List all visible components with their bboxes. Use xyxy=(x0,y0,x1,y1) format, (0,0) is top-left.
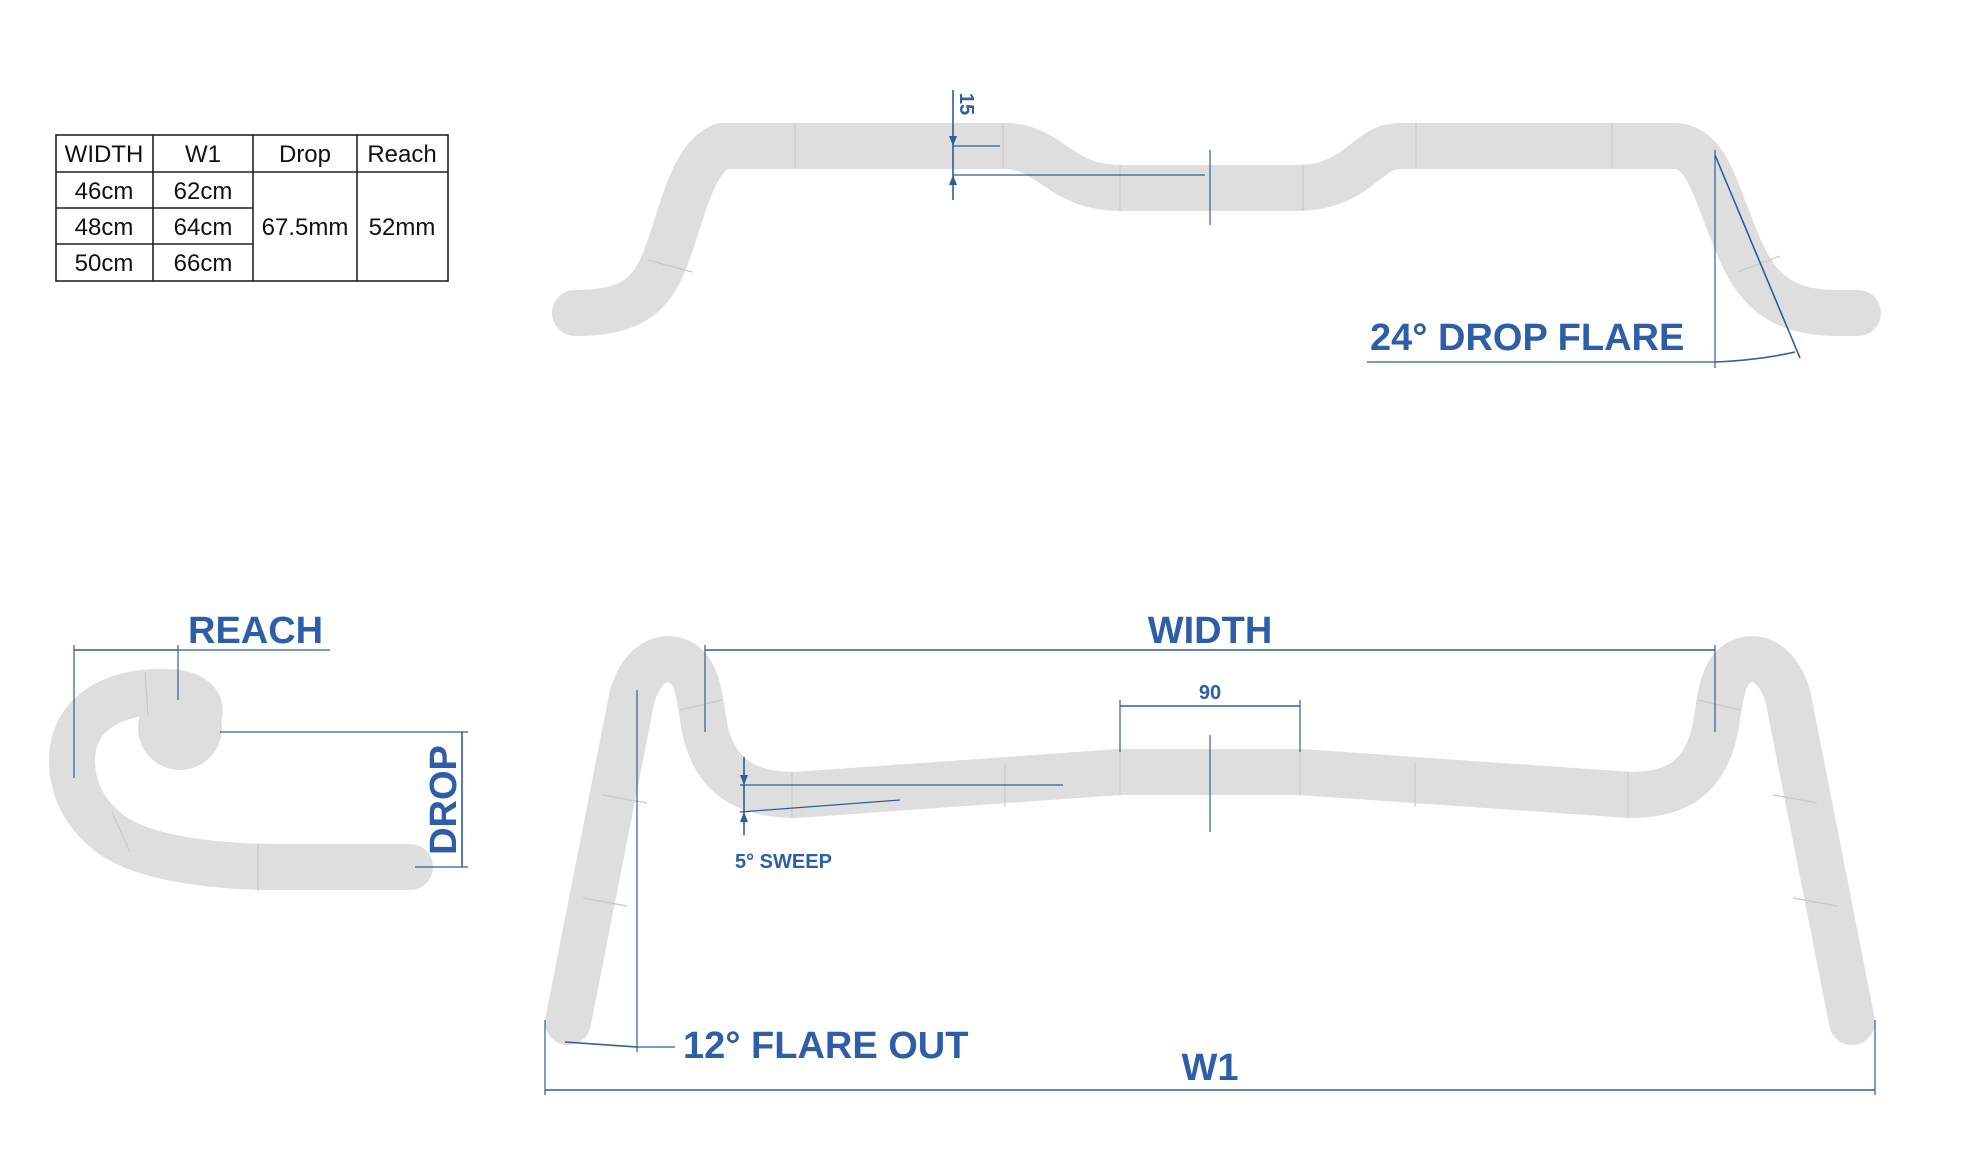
width-label: WIDTH xyxy=(1148,610,1273,652)
drop-flare-angle-line xyxy=(1714,154,1801,359)
width-dimension: WIDTH xyxy=(704,610,1716,732)
sweep-angle-ref xyxy=(739,799,901,813)
front-view-bar-shape xyxy=(545,636,1875,1045)
table-cell-reach: 52mm xyxy=(369,214,436,241)
w1-label: W1 xyxy=(1182,1047,1239,1089)
rise-dimension: 15 xyxy=(949,90,1205,200)
side-view-bar-shape xyxy=(49,668,433,890)
flare-out-dimension: 12° FLARE OUT xyxy=(564,690,968,1067)
top-view-bar-shape xyxy=(552,123,1881,336)
table-header-w1: W1 xyxy=(185,141,221,168)
table-header-drop: Drop xyxy=(279,141,331,168)
flare-out-label: 12° FLARE OUT xyxy=(683,1025,968,1067)
arrow-down-icon xyxy=(740,775,748,785)
drop-flare-arc xyxy=(1714,351,1796,363)
top-view-tube-seams xyxy=(647,123,1781,273)
table-cell-w1: 62cm xyxy=(174,178,233,205)
reach-dimension: REACH xyxy=(73,610,330,778)
table-cell-width: 50cm xyxy=(75,250,134,277)
w1-dimension: W1 xyxy=(544,1020,1876,1095)
table-cell-width: 46cm xyxy=(75,178,134,205)
drop-label: DROP xyxy=(423,745,465,855)
table-header-width: WIDTH xyxy=(65,141,144,168)
center-section-dimension: 90 xyxy=(1119,682,1301,752)
reach-label: REACH xyxy=(188,610,323,652)
flare-out-arc xyxy=(564,1041,638,1048)
rise-value-label: 15 xyxy=(955,93,977,115)
arrow-down-icon xyxy=(949,136,957,146)
drop-flare-dimension: 24° DROP FLARE xyxy=(1367,150,1801,368)
table-header-reach: Reach xyxy=(367,141,436,168)
sweep-dimension: 5° SWEEP xyxy=(735,757,1063,873)
side-view-tube-seams xyxy=(111,671,259,890)
drop-flare-label: 24° DROP FLARE xyxy=(1370,317,1684,359)
table-cell-width: 48cm xyxy=(75,214,134,241)
spec-table: WIDTH W1 Drop Reach 46cm 62cm 48cm 64cm … xyxy=(55,134,449,282)
arrow-up-icon xyxy=(740,812,748,822)
side-view: REACH DROP xyxy=(49,610,468,890)
front-view: WIDTH 90 5° SWEEP 12° FLARE OUT xyxy=(544,610,1876,1095)
top-view: 15 24° DROP FLARE xyxy=(552,90,1881,368)
arrow-up-icon xyxy=(949,175,957,185)
drop-dimension: DROP xyxy=(220,731,468,868)
table-cell-w1: 66cm xyxy=(174,250,233,277)
table-cell-w1: 64cm xyxy=(174,214,233,241)
table-cell-drop: 67.5mm xyxy=(262,214,349,241)
sweep-label: 5° SWEEP xyxy=(735,851,832,873)
center-value-label: 90 xyxy=(1199,682,1221,704)
side-view-clamp-section xyxy=(138,686,222,770)
